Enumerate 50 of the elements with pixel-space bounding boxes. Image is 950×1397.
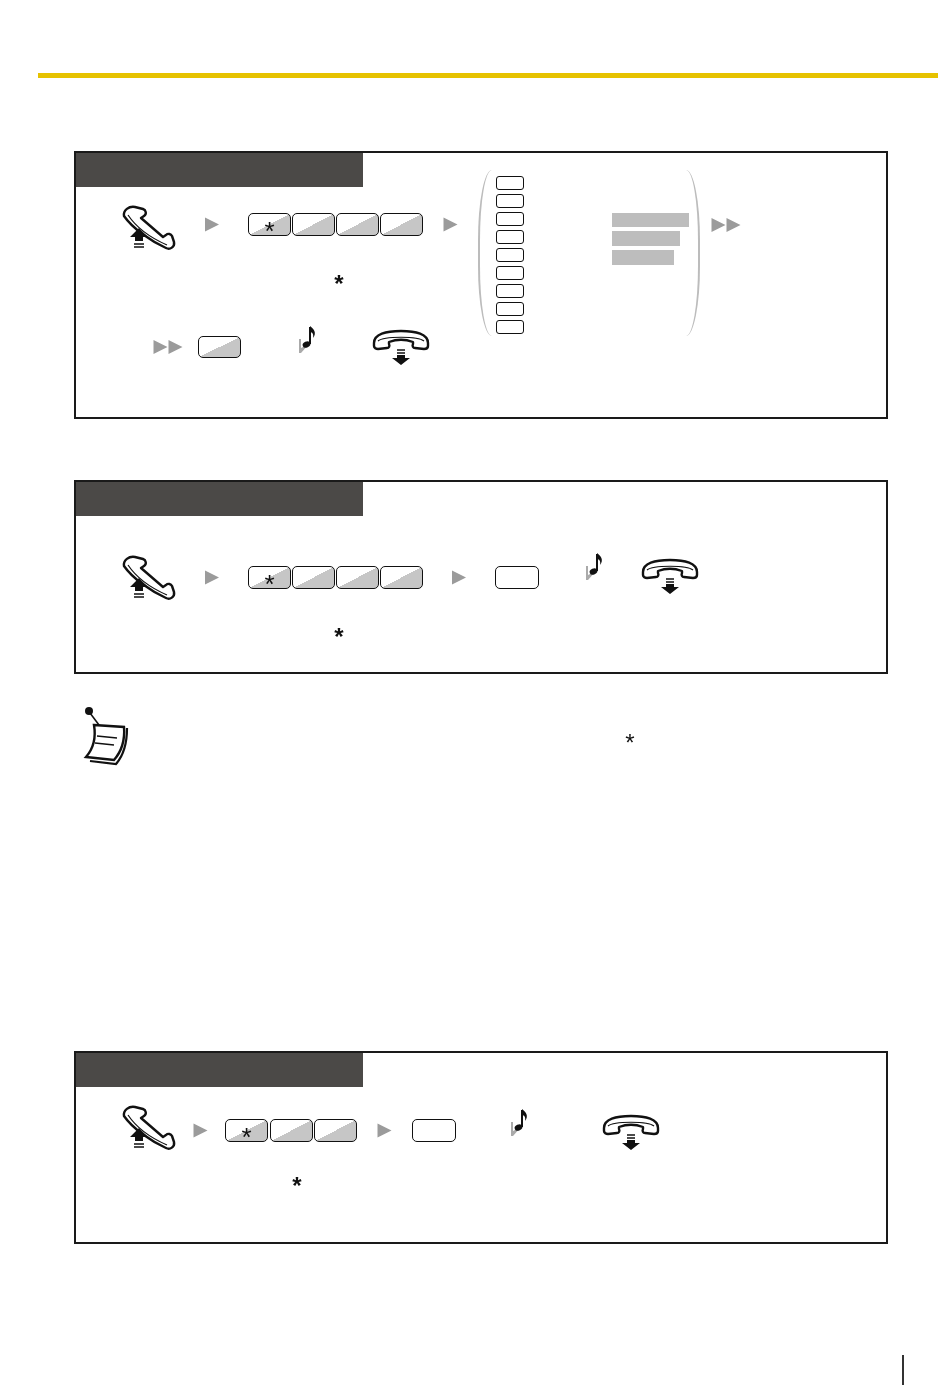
dial-key: * (248, 566, 291, 589)
dial-key (292, 213, 335, 236)
asterisk-text: * (333, 270, 345, 283)
double-arrow (711, 218, 741, 232)
dial-key: * (248, 213, 291, 236)
handset-down-icon (602, 1114, 661, 1150)
small-key (496, 248, 524, 262)
procedure-panel (74, 151, 888, 419)
handset-down-icon (641, 558, 700, 594)
music-note-icon (585, 552, 605, 580)
dial-key (336, 566, 379, 589)
display-bar (612, 213, 689, 227)
handset-up-icon (121, 204, 176, 250)
small-key (496, 212, 524, 226)
arrow (193, 1123, 208, 1138)
small-key (496, 230, 524, 244)
asterisk-text: * (333, 623, 345, 636)
procedure-panel (74, 480, 888, 674)
blank-key (412, 1119, 456, 1142)
dial-key: * (225, 1119, 268, 1142)
asterisk-text: * (624, 729, 636, 743)
dial-key (292, 566, 335, 589)
small-key (496, 320, 524, 334)
handset-up-icon (121, 1104, 176, 1150)
dial-key (314, 1119, 357, 1142)
music-note-icon (510, 1108, 530, 1136)
dial-key (380, 566, 423, 589)
dial-key (380, 213, 423, 236)
small-key (496, 284, 524, 298)
music-note-icon (298, 325, 318, 353)
small-key (496, 194, 524, 208)
arrow (377, 1123, 392, 1138)
handset-up-icon (121, 554, 176, 600)
arrow (452, 570, 466, 585)
dial-key (270, 1119, 313, 1142)
small-key (496, 176, 524, 190)
handset-down-icon (372, 329, 431, 365)
small-key (496, 302, 524, 316)
double-arrow (153, 340, 183, 354)
blank-key (495, 566, 539, 589)
asterisk-text: * (291, 1172, 303, 1185)
arrow (205, 217, 219, 232)
small-key (496, 266, 524, 280)
arrow (205, 570, 219, 585)
arrow (443, 217, 458, 232)
display-bar (612, 231, 680, 246)
dial-key (198, 336, 241, 358)
procedure-panel (74, 1051, 888, 1244)
display-bar (612, 250, 674, 265)
dial-key (336, 213, 379, 236)
